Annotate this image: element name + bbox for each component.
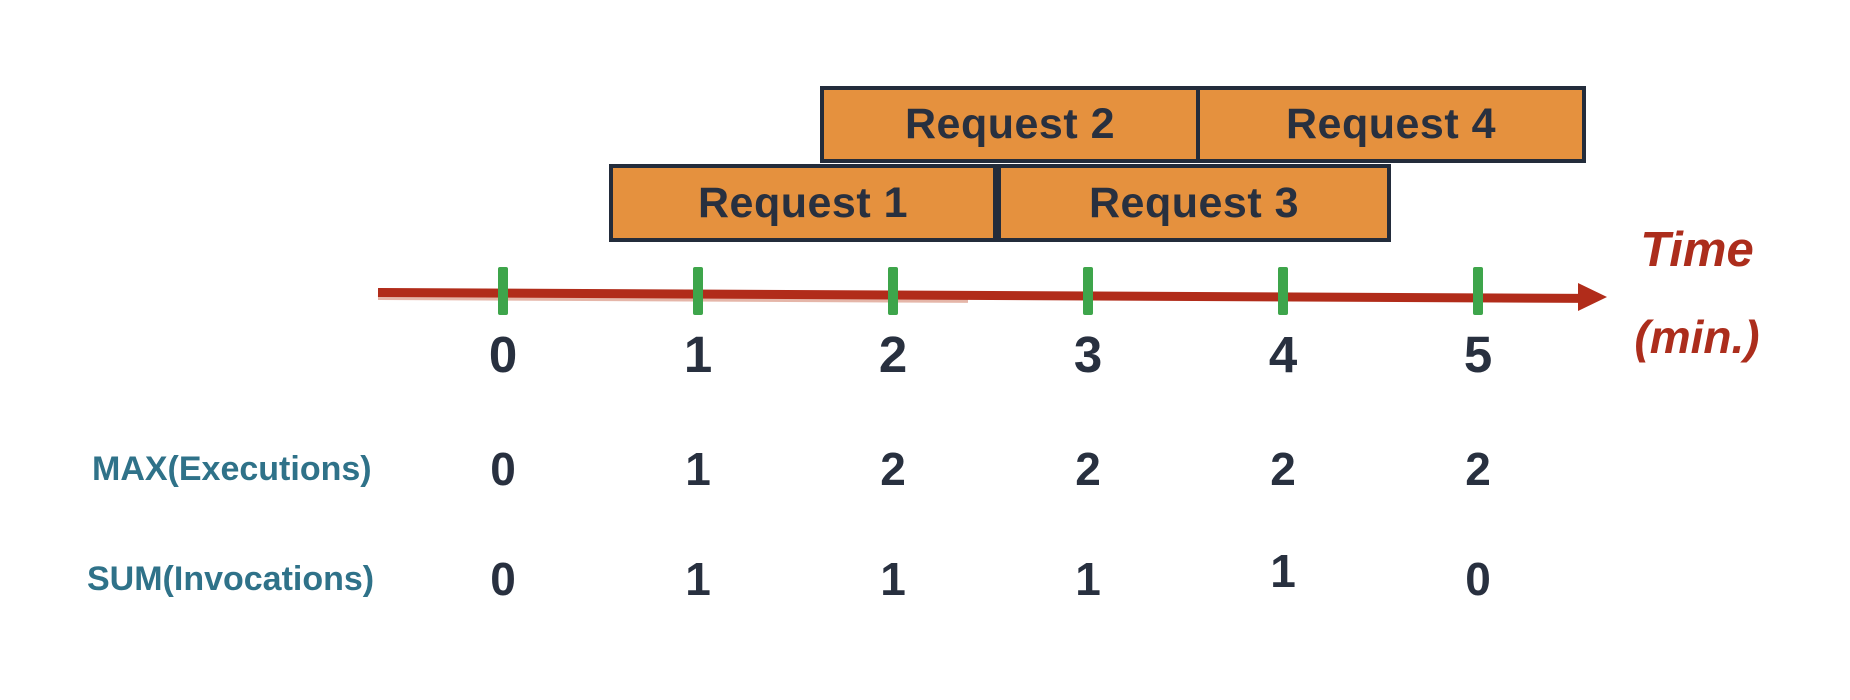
axis-tick-2	[888, 267, 898, 315]
sum-invocations-value-3: 1	[1075, 553, 1101, 605]
axis-tick-3	[1083, 267, 1093, 315]
request-1-bar: Request 1	[609, 164, 997, 242]
max-executions-value-5: 2	[1465, 443, 1491, 495]
axis-tick-1	[693, 267, 703, 315]
tick-label-2: 2	[878, 326, 908, 383]
tick-label-4: 4	[1268, 326, 1298, 383]
sum-invocations-value-5: 0	[1465, 553, 1491, 605]
tick-label-3: 3	[1073, 326, 1103, 383]
tick-label-5: 5	[1463, 326, 1493, 383]
time-axis-arrowhead-icon	[1578, 283, 1607, 311]
sum-invocations-value-2: 1	[880, 553, 906, 605]
tick-label-0: 0	[488, 326, 518, 383]
metric-label-max-executions: MAX(Executions)	[92, 450, 372, 488]
max-executions-value-0: 0	[490, 443, 516, 495]
axis-title-unit: (min.)	[1634, 311, 1760, 363]
request-3-bar: Request 3	[997, 164, 1391, 242]
metric-label-sum-invocations: SUM(Invocations)	[87, 560, 375, 598]
sum-invocations-value-1: 1	[685, 553, 711, 605]
max-executions-value-2: 2	[880, 443, 906, 495]
axis-tick-4	[1278, 267, 1288, 315]
sum-invocations-value-4: 1	[1270, 545, 1296, 597]
max-executions-value-3: 2	[1075, 443, 1101, 495]
request-1-label: Request 1	[697, 178, 908, 227]
request-3-label: Request 3	[1088, 178, 1299, 227]
request-4-label: Request 4	[1285, 100, 1496, 148]
axis-tick-5	[1473, 267, 1483, 315]
max-executions-value-4: 2	[1270, 443, 1296, 495]
max-executions-value-1: 1	[685, 443, 711, 495]
request-2-bar: Request 2	[820, 86, 1200, 163]
axis-title-time: Time	[1640, 223, 1754, 277]
request-2-label: Request 2	[904, 100, 1115, 148]
request-4-bar: Request 4	[1196, 86, 1586, 163]
axis-tick-0	[498, 267, 508, 315]
tick-label-1: 1	[683, 326, 713, 383]
sum-invocations-value-0: 0	[490, 553, 516, 605]
